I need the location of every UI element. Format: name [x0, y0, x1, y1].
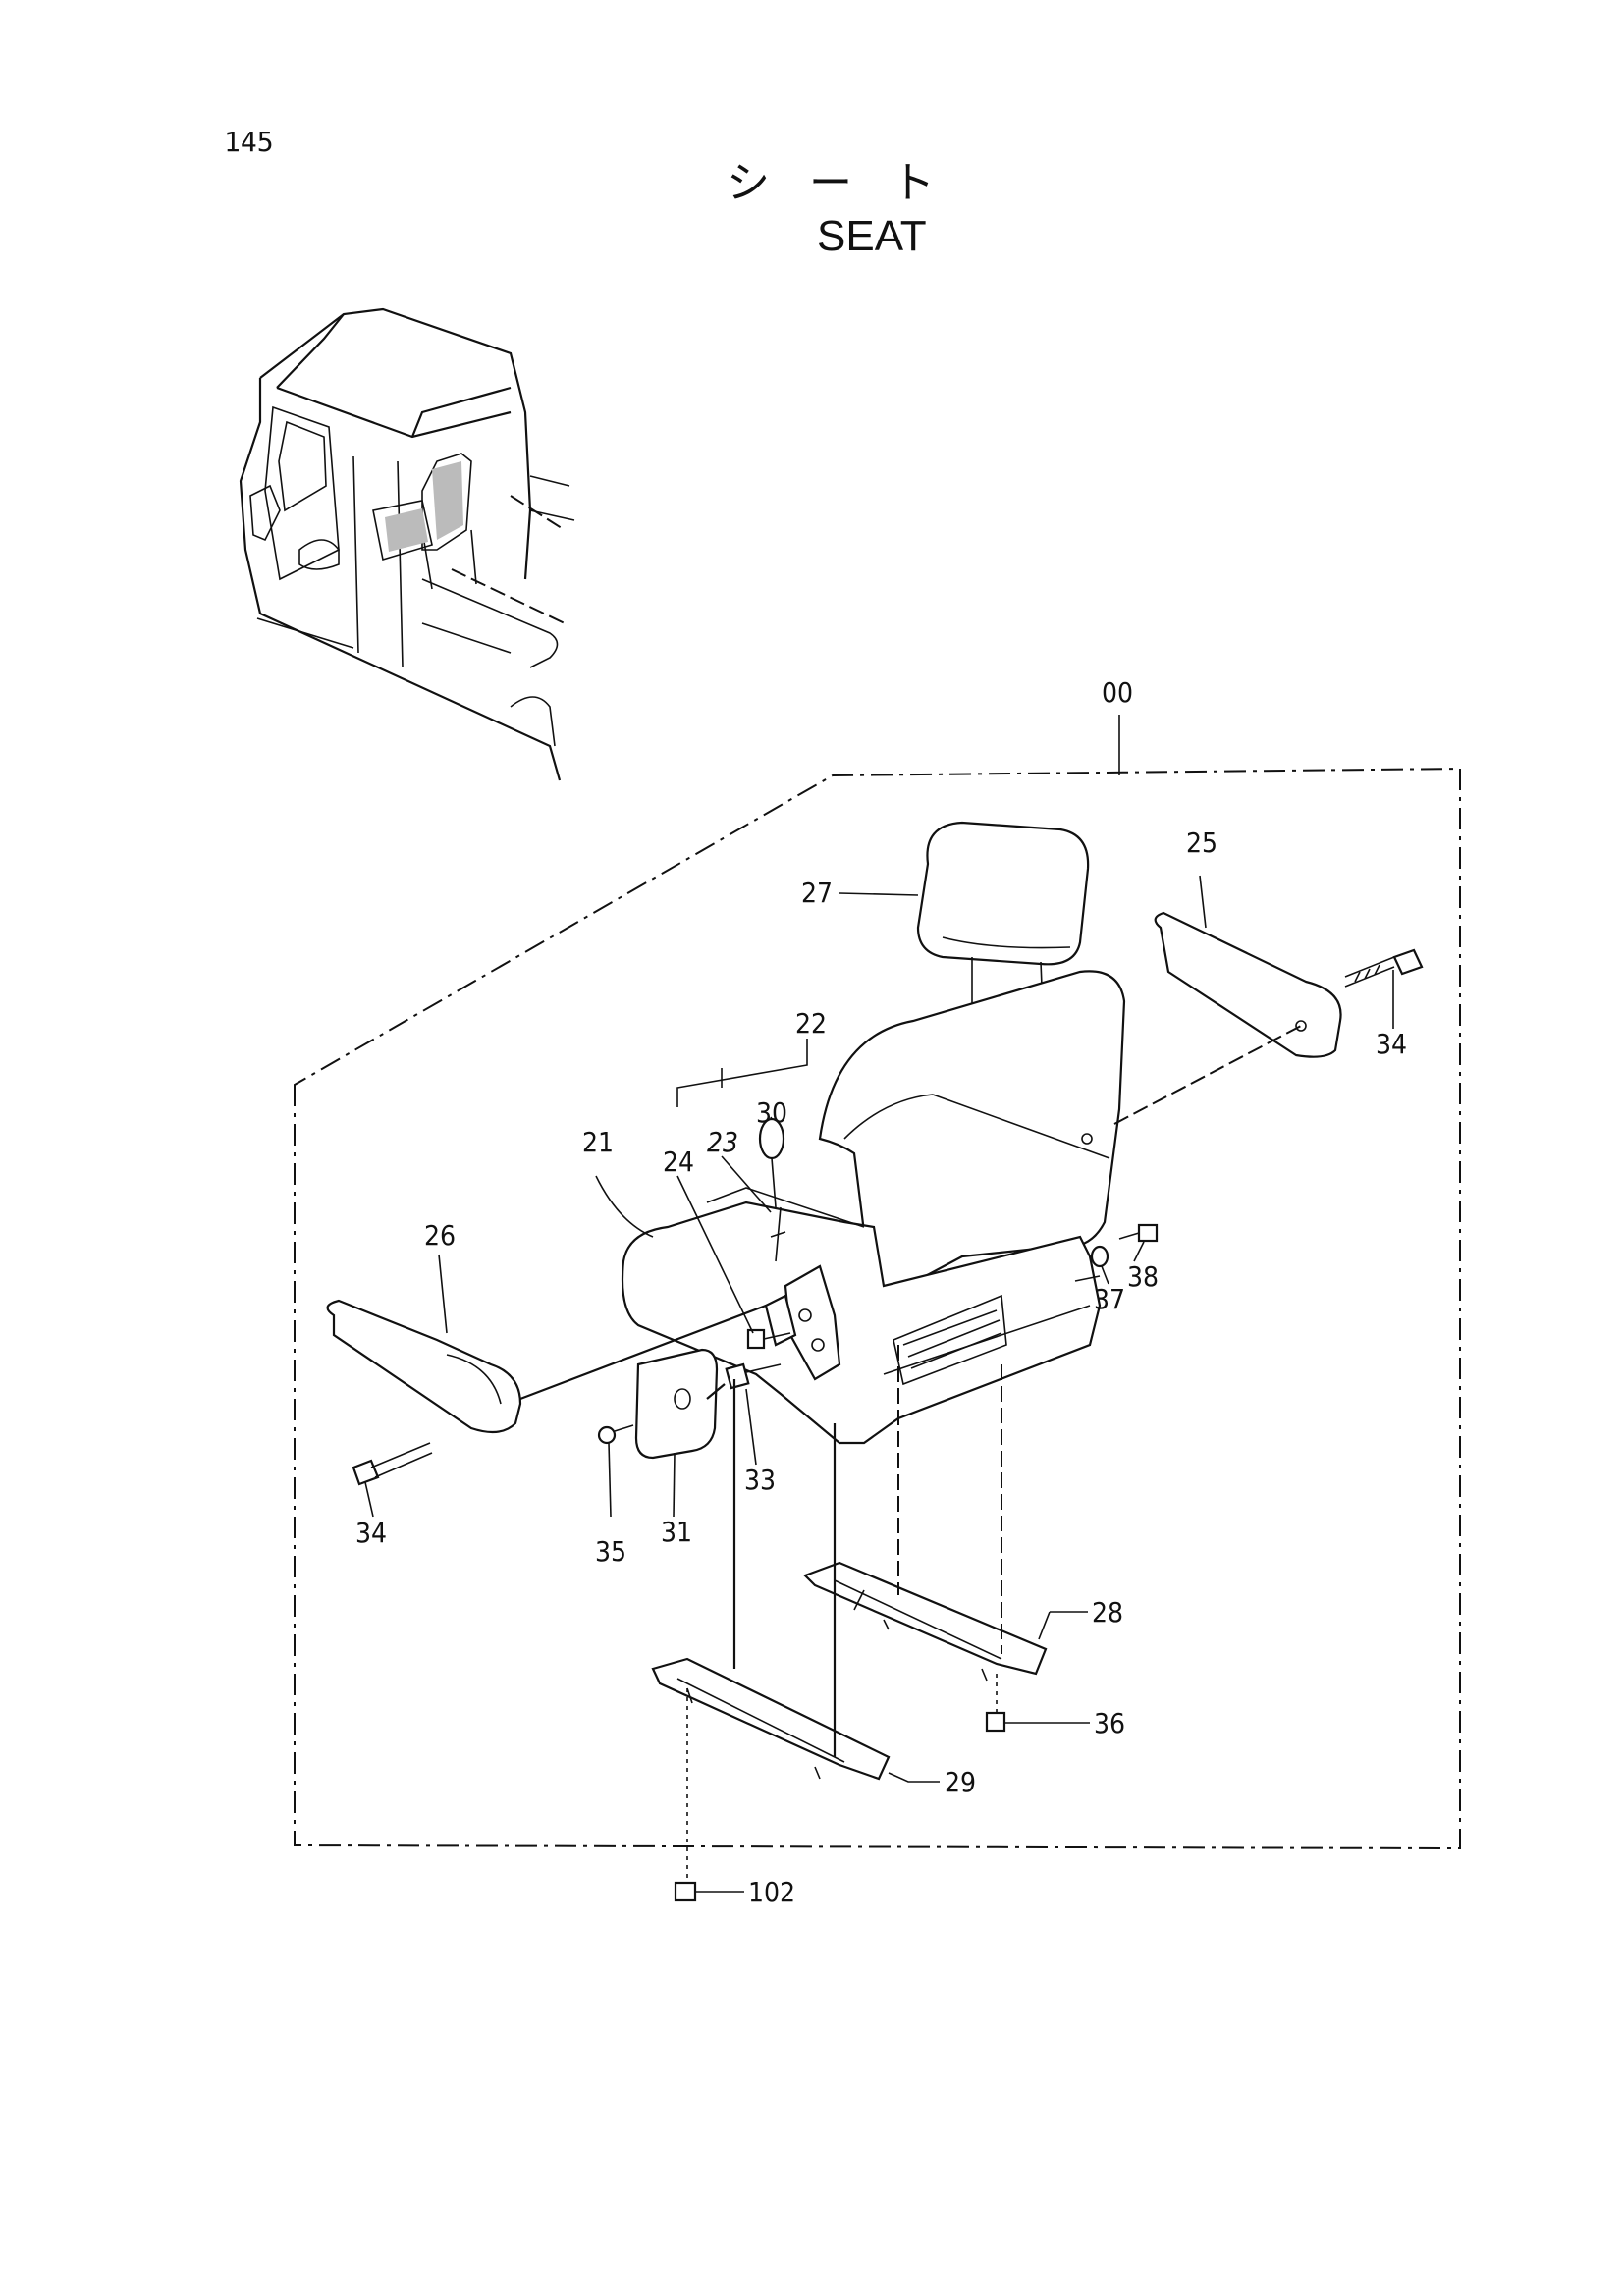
rail-left	[651, 1657, 891, 1781]
page-number: 145	[224, 126, 274, 158]
assembly-boundary	[294, 767, 1461, 1850]
lever-pin	[746, 1328, 791, 1350]
callout-21: 21	[582, 1126, 614, 1158]
bolt-34-left	[352, 1442, 433, 1486]
rail-right	[803, 1561, 1048, 1682]
seat-cushion	[621, 1187, 1102, 1445]
bolt-34-right	[1344, 948, 1424, 988]
callout-102: 102	[748, 1876, 795, 1908]
callout-36: 36	[1094, 1707, 1125, 1739]
seat-back	[818, 970, 1126, 1298]
bolt-33	[725, 1362, 782, 1390]
leader-lines	[364, 875, 1394, 1893]
callout-33: 33	[744, 1464, 776, 1496]
headrest	[916, 821, 1090, 1012]
callout-labels: 00 21 22 23 24 25 26 27 28 29 30 31 33 3…	[355, 676, 1407, 1908]
callout-22: 22	[795, 1007, 827, 1040]
callout-34-right: 34	[1376, 1028, 1407, 1060]
cover	[634, 1348, 719, 1460]
callout-30: 30	[756, 1096, 787, 1129]
assembly-lines	[519, 1025, 1302, 1880]
lever-bracket	[764, 1206, 841, 1381]
callout-29: 29	[945, 1766, 976, 1798]
nut-102	[674, 1881, 697, 1902]
callout-23: 23	[707, 1126, 738, 1158]
title-japanese: シート	[727, 158, 974, 208]
washer-37	[1090, 1245, 1109, 1268]
bolt-38	[1118, 1223, 1159, 1243]
callout-24: 24	[663, 1146, 694, 1178]
title-english: SEAT	[817, 212, 927, 260]
callout-28: 28	[1092, 1596, 1123, 1629]
callout-38: 38	[1127, 1260, 1159, 1293]
callout-37: 37	[1094, 1283, 1125, 1315]
callout-34-left: 34	[355, 1517, 387, 1549]
callout-25: 25	[1186, 827, 1217, 859]
nut-36	[985, 1711, 1006, 1733]
armrest-left	[326, 1299, 522, 1434]
callout-00: 00	[1102, 676, 1133, 709]
callout-35: 35	[595, 1535, 626, 1568]
screw-35	[597, 1424, 634, 1445]
callout-27: 27	[801, 877, 833, 909]
armrest-right	[1154, 911, 1342, 1058]
cab-location-sketch	[239, 307, 575, 781]
callout-31: 31	[661, 1516, 692, 1548]
callout-26: 26	[424, 1219, 456, 1252]
